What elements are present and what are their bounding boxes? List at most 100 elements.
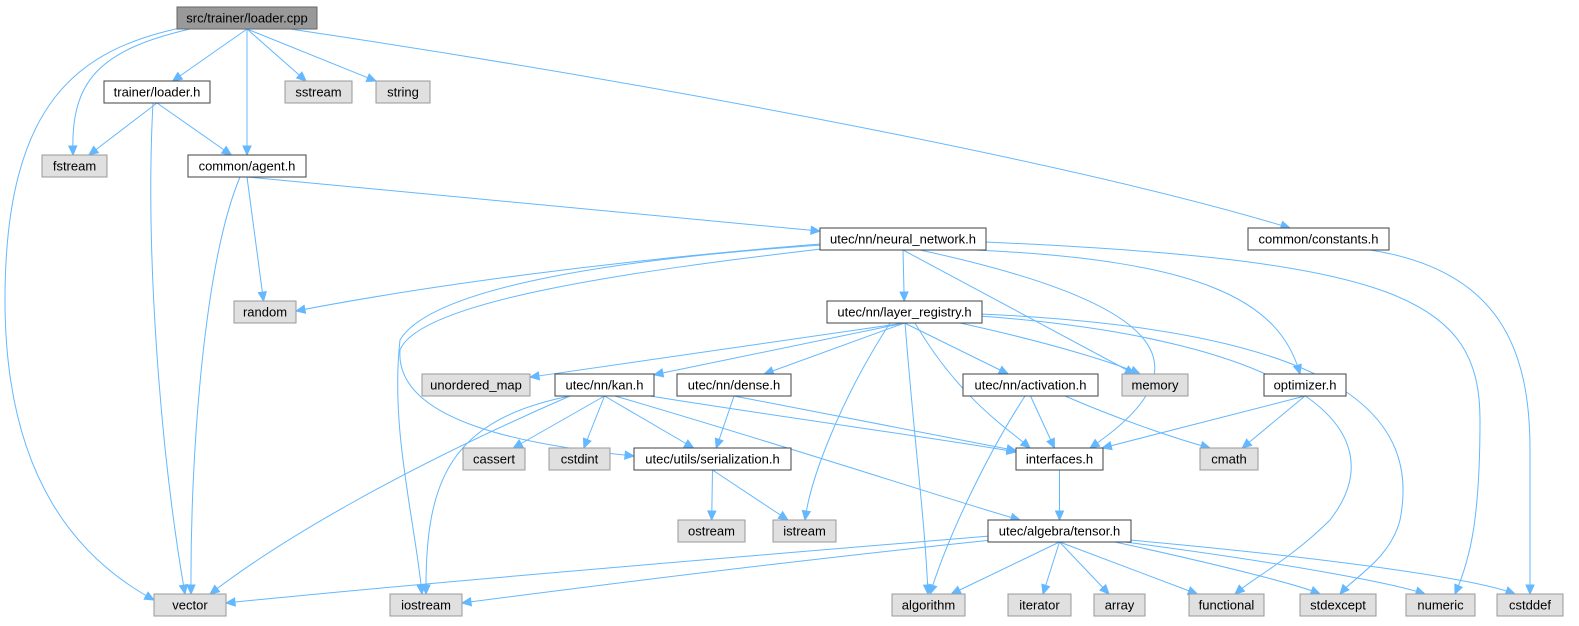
edge-line (225, 535, 991, 604)
node-constants-h[interactable]: common/constants.h (1247, 227, 1390, 251)
edge-arrowhead (365, 73, 378, 82)
edge-layer_registry_h-to-dense_h (763, 322, 905, 376)
node-label: string (387, 85, 419, 100)
node-label: utec/algebra/tensor.h (999, 524, 1120, 539)
edge-arrowhead (528, 371, 541, 381)
edge-arrowhead (810, 225, 822, 236)
edge-tensor_h-to-array (1059, 541, 1110, 595)
node-box (677, 519, 746, 543)
edge-arrowhead (624, 450, 636, 460)
node-tensor-h[interactable]: utec/algebra/tensor.h (987, 519, 1132, 543)
edge-line (246, 28, 377, 82)
node-label: functional (1199, 598, 1255, 613)
node-box (233, 300, 297, 324)
node-box (1299, 593, 1377, 617)
node-box (389, 593, 463, 617)
node-box (1405, 593, 1476, 617)
node-box (421, 373, 531, 397)
edge-line (653, 322, 905, 376)
node-random: random (233, 300, 297, 324)
edge-arrowhead (707, 510, 717, 522)
edge-tensor_h-to-vector (224, 535, 991, 607)
node-box (1015, 447, 1104, 471)
edge-layer_registry_h-to-memory (959, 322, 1142, 375)
edge-arrowhead (1241, 438, 1253, 449)
edge-line (397, 244, 823, 595)
node-sstream: sstream (284, 80, 353, 104)
node-box (1093, 593, 1146, 617)
edge-line (614, 395, 1021, 521)
node-box (772, 519, 837, 543)
node-box (41, 154, 108, 178)
node-label: iterator (1019, 598, 1060, 613)
node-activation-h[interactable]: utec/nn/activation.h (962, 373, 1099, 397)
node-box (284, 80, 353, 104)
node-layer-registry-h[interactable]: utec/nn/layer_registry.h (826, 300, 983, 324)
edge-neural_network_h-to-optimizer_h (974, 249, 1302, 376)
edge-tensor_h-to-cstddef (1129, 539, 1517, 596)
edge-line (974, 249, 1301, 375)
edge-arrowhead (582, 437, 592, 450)
node-loader-cpp[interactable]: src/trainer/loader.cpp (176, 6, 318, 30)
nodes-layer: src/trainer/loader.cpp trainer/loader.h ss… (41, 6, 1564, 617)
edge-neural_network_h-to-numeric (984, 241, 1481, 596)
node-label: stdexcept (1310, 598, 1366, 613)
edge-activation_h-to-cmath (1064, 395, 1212, 451)
edge-line (209, 395, 571, 595)
node-agent-h[interactable]: common/agent.h (187, 154, 307, 178)
edge-arrowhead (87, 145, 100, 156)
edge-line (904, 322, 929, 595)
node-kan-h[interactable]: utec/nn/kan.h (554, 373, 655, 397)
node-box (891, 593, 966, 617)
edge-arrowhead (1054, 510, 1065, 522)
edge-arrowhead (1525, 584, 1535, 596)
edge-layer_registry_h-to-kan_h (652, 322, 905, 378)
node-box (462, 447, 526, 471)
node-label: array (1105, 598, 1135, 613)
node-label: memory (1132, 378, 1179, 393)
node-dense-h[interactable]: utec/nn/dense.h (676, 373, 792, 397)
edge-arrowhead (950, 585, 963, 595)
node-box (103, 80, 211, 104)
edge-line (399, 247, 831, 457)
edge-line (246, 176, 821, 232)
edge-line (919, 249, 1156, 449)
edge-agent_h-to-vector (186, 176, 241, 596)
edge-arrowhead (294, 304, 307, 314)
node-neural-network-h[interactable]: utec/nn/neural_network.h (819, 227, 987, 251)
edge-line (904, 322, 1009, 375)
edge-line (190, 176, 241, 595)
node-label: cstdint (561, 452, 599, 467)
edge-tensor_h-to-iostream (460, 539, 993, 607)
node-label: trainer/loader.h (114, 85, 201, 100)
edges-layer (4, 27, 1535, 607)
node-ostream: ostream (677, 519, 746, 543)
edge-line (712, 469, 789, 521)
node-serialization-h[interactable]: utec/utils/serialization.h (633, 447, 792, 471)
node-box (548, 447, 611, 471)
node-label: common/constants.h (1259, 232, 1379, 247)
edge-loader_h-to-agent_h (156, 102, 233, 156)
node-label: utec/nn/dense.h (688, 378, 781, 393)
node-box (1263, 373, 1347, 397)
edge-arrowhead (1041, 583, 1051, 596)
edge-layer_registry_h-to-functional (979, 315, 1352, 595)
node-box (819, 227, 987, 251)
edge-line (951, 541, 1060, 595)
node-box (633, 447, 792, 471)
edge-arrowhead (421, 584, 431, 596)
node-label: cmath (1211, 452, 1246, 467)
node-label: random (243, 305, 287, 320)
edge-arrowhead (67, 145, 78, 157)
node-optimizer-h[interactable]: optimizer.h (1263, 373, 1347, 397)
node-algorithm: algorithm (891, 593, 966, 617)
edge-kan_h-to-vector (209, 395, 571, 595)
node-loader-h[interactable]: trainer/loader.h (103, 80, 211, 104)
edge-line (1030, 395, 1055, 449)
edge-line (1114, 541, 1321, 595)
edge-line (959, 322, 1141, 375)
node-interfaces-h[interactable]: interfaces.h (1015, 447, 1104, 471)
edge-arrowhead (178, 583, 189, 596)
node-label: common/agent.h (199, 159, 296, 174)
edge-arrowhead (242, 145, 252, 157)
